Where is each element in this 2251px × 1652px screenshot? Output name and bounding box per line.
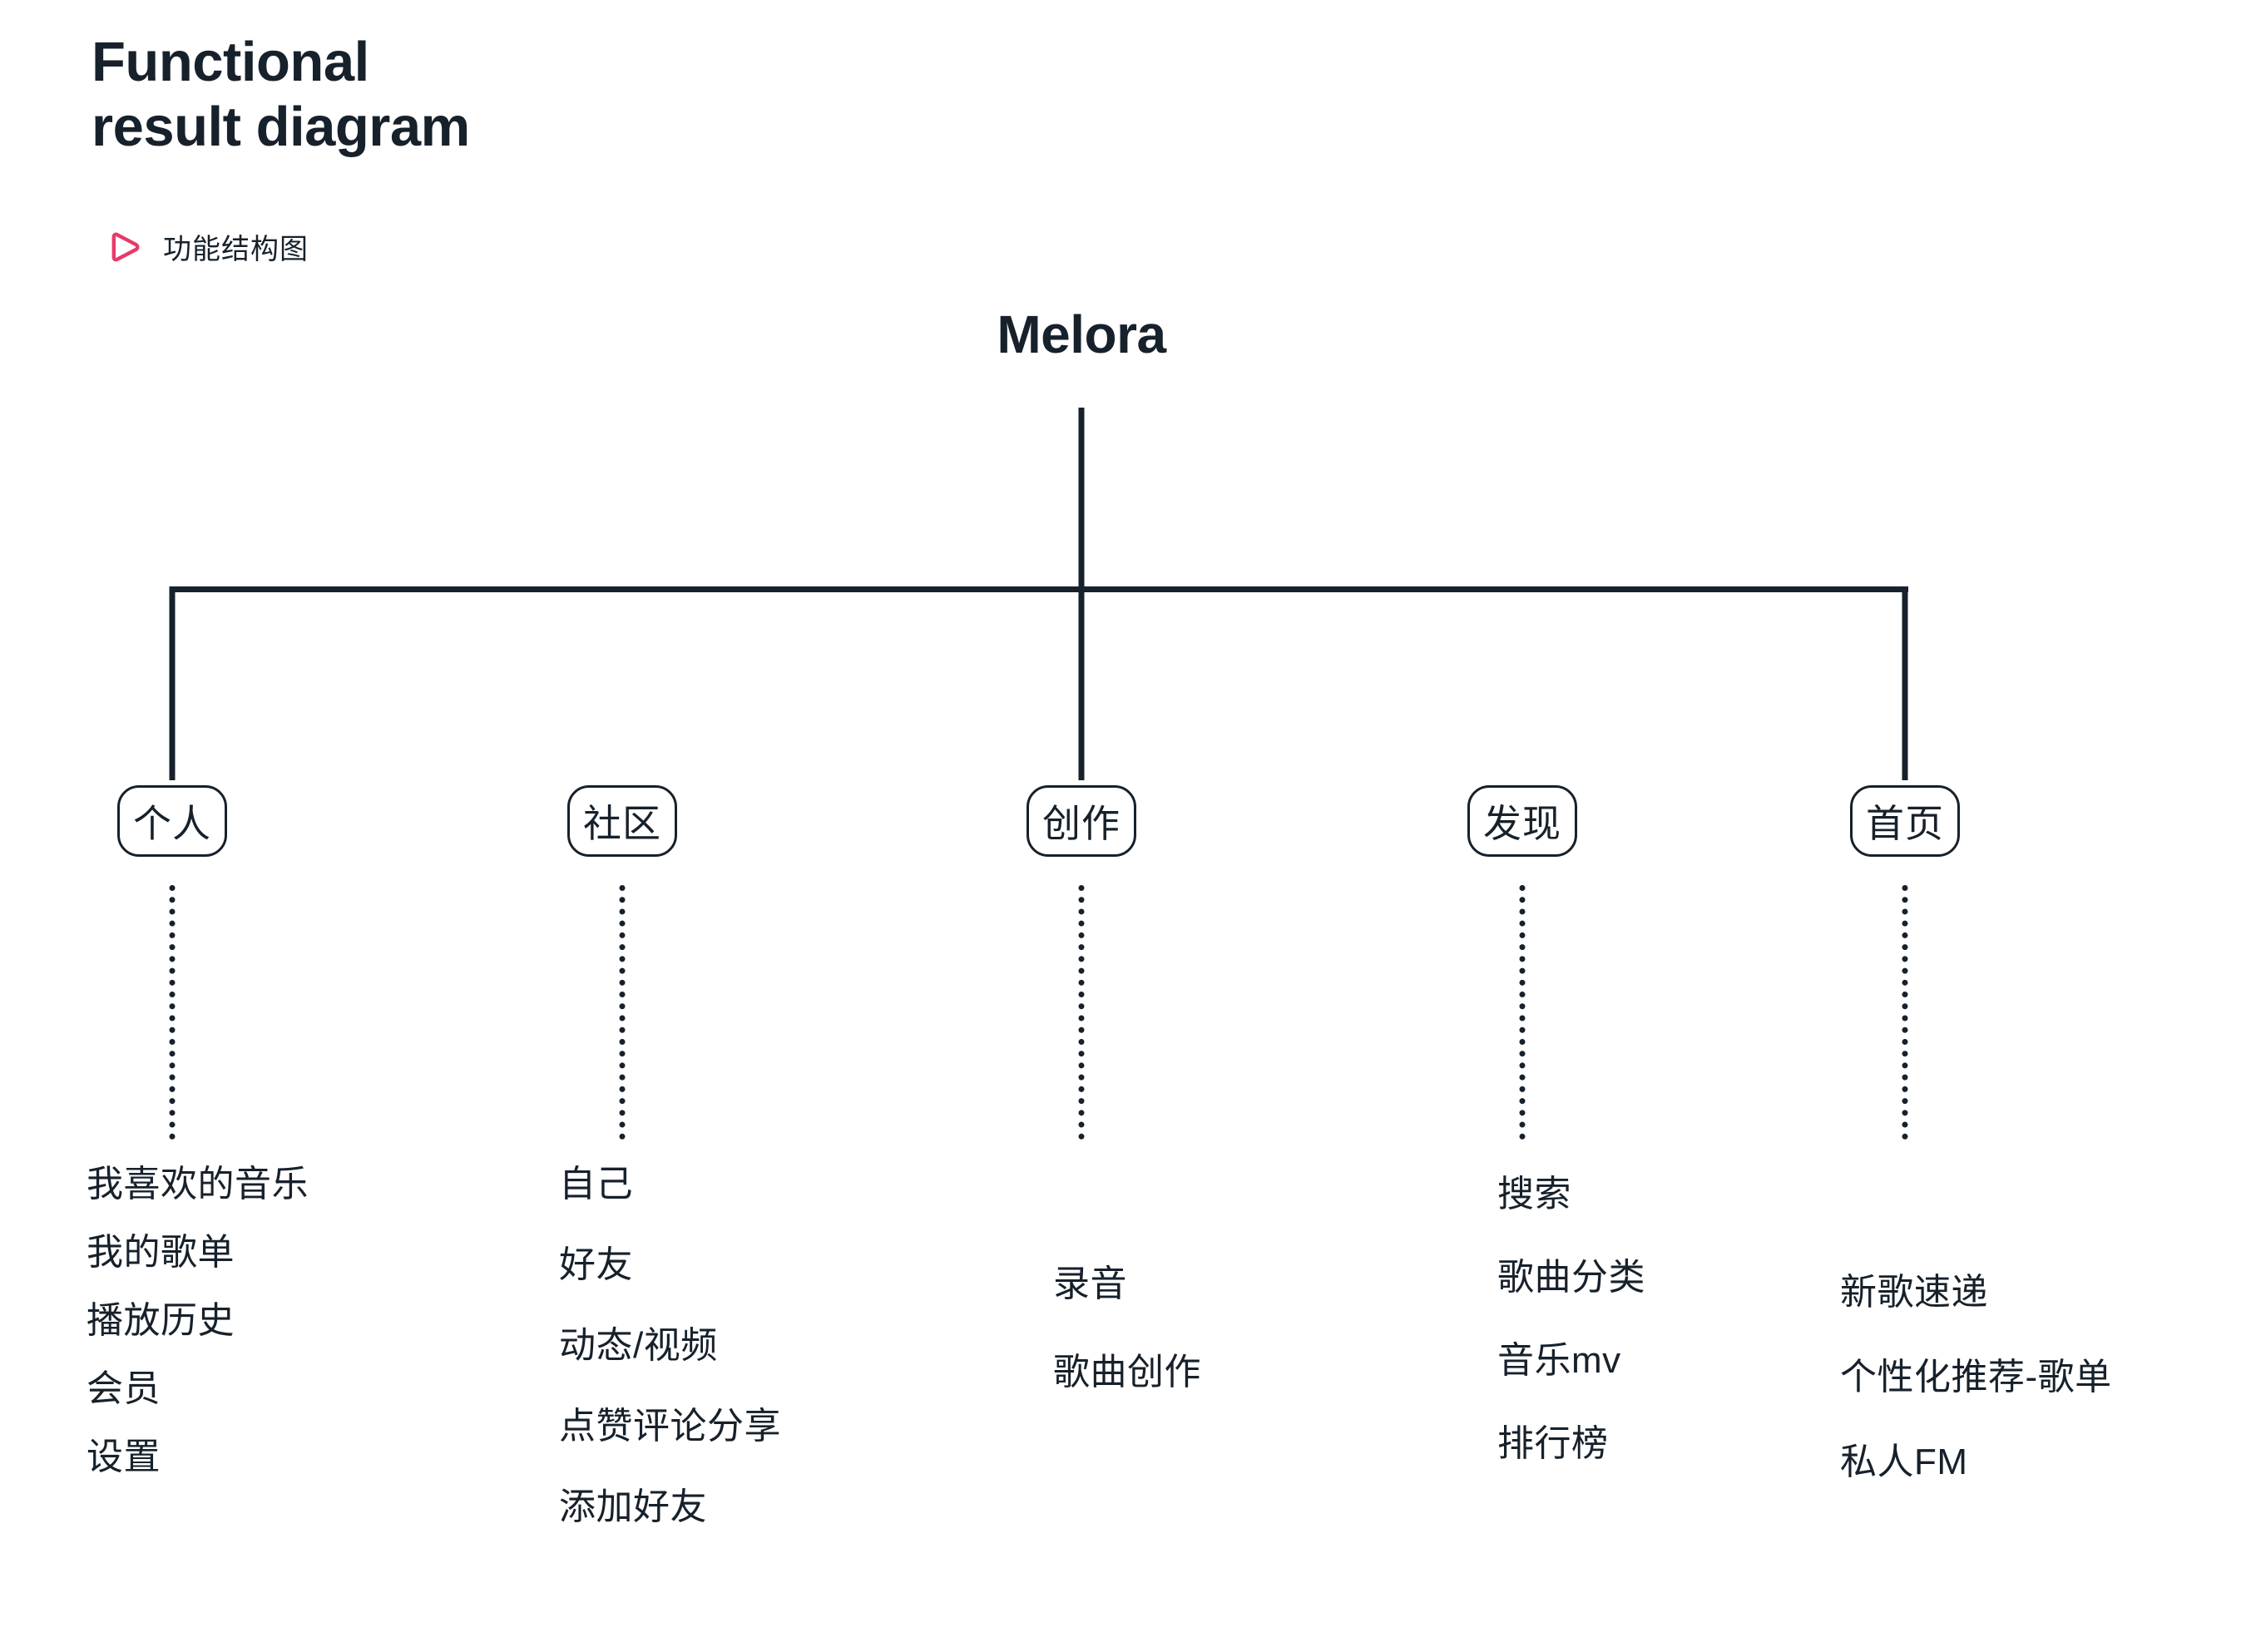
leaf-list-2: 录音 歌曲创作 — [1053, 1266, 1201, 1391]
dotted-connector-4 — [1902, 885, 1908, 1140]
leaf-item: 自己 — [559, 1164, 633, 1204]
leaf-item: 录音 — [1053, 1264, 1127, 1304]
root-node-label: Melora — [997, 304, 1166, 364]
leaf-item: 音乐mv — [1497, 1340, 1621, 1381]
branch-node-4[interactable]: 首页 — [1850, 785, 1960, 857]
connector-horizontal-bus — [170, 586, 1908, 592]
dotted-connector-0 — [169, 885, 176, 1140]
leaf-item: 新歌速递 — [1840, 1272, 1988, 1313]
leaf-item: 动态/视频 — [559, 1325, 718, 1366]
play-triangle-icon — [106, 228, 145, 266]
dotted-connector-1 — [619, 885, 626, 1140]
connector-drop-branch-0 — [169, 586, 176, 780]
leaf-item: 排行榜 — [1497, 1423, 1609, 1464]
leaf-item: 会员 — [87, 1368, 161, 1409]
leaf-item: 我喜欢的音乐 — [87, 1164, 309, 1204]
subtitle-text: 功能结构图 — [163, 234, 309, 265]
leaf-list-3: 搜索 歌曲分类 音乐mv 排行榜 — [1497, 1176, 1645, 1462]
leaf-item: 我的歌单 — [87, 1232, 235, 1273]
branch-node-0[interactable]: 个人 — [117, 785, 227, 857]
leaf-item: 个性化推荐-歌单 — [1840, 1357, 2112, 1397]
leaf-item: 搜索 — [1497, 1174, 1571, 1214]
page-title: Functional result diagram — [92, 31, 470, 158]
leaf-item: 播放历史 — [87, 1300, 235, 1341]
leaf-list-4: 新歌速递 个性化推荐-歌单 私人FM — [1840, 1274, 2112, 1481]
branch-node-3[interactable]: 发现 — [1467, 785, 1577, 857]
branch-node-2[interactable]: 创作 — [1027, 785, 1136, 857]
leaf-list-0: 我喜欢的音乐 我的歌单 播放历史 会员 设置 — [87, 1166, 309, 1476]
leaf-list-1: 自己 好友 动态/视频 点赞评论分享 添加好友 — [559, 1166, 781, 1526]
subtitle-row: 功能结构图 — [106, 226, 309, 267]
leaf-item: 歌曲创作 — [1053, 1352, 1201, 1392]
leaf-item: 好友 — [559, 1244, 633, 1285]
leaf-item: 私人FM — [1840, 1442, 1968, 1482]
connector-drop-branch-4 — [1902, 586, 1908, 780]
connector-root-trunk — [1078, 408, 1085, 780]
leaf-item: 歌曲分类 — [1497, 1257, 1645, 1298]
dotted-connector-3 — [1519, 885, 1526, 1140]
leaf-item: 点赞评论分享 — [559, 1406, 781, 1447]
leaf-item: 添加好友 — [559, 1486, 707, 1527]
leaf-item: 设置 — [87, 1437, 161, 1477]
branch-node-1[interactable]: 社区 — [567, 785, 677, 857]
dotted-connector-2 — [1078, 885, 1085, 1140]
